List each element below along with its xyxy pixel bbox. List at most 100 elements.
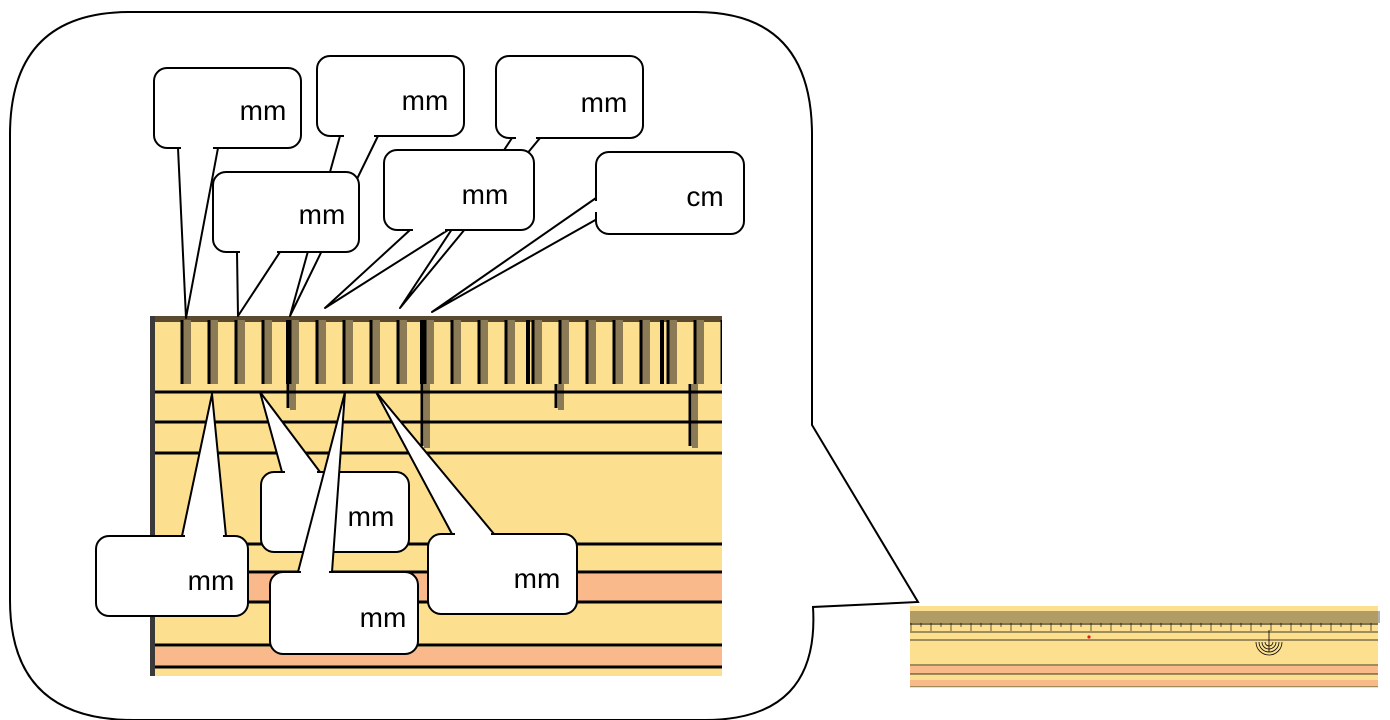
mm-tick	[1328, 611, 1330, 623]
callout-label: mm	[581, 87, 628, 118]
mm-tick	[1276, 611, 1278, 623]
mm-tick	[1192, 611, 1194, 623]
mm-tick	[1184, 611, 1186, 623]
half-cm-tick	[286, 384, 290, 408]
mm-tick	[1172, 611, 1174, 623]
mm-tick	[1250, 611, 1252, 631]
mm-tick	[1048, 611, 1050, 623]
mm-tick	[1364, 611, 1366, 623]
ruler-band	[910, 680, 1378, 686]
mm-tick	[924, 611, 926, 623]
mm-tick	[974, 611, 976, 623]
mm-tick	[1308, 611, 1310, 623]
mm-tick	[1092, 611, 1094, 623]
mm-tick	[1336, 611, 1338, 623]
mm-tick	[1128, 611, 1130, 623]
mm-tick	[1074, 611, 1076, 623]
mm-tick	[1286, 611, 1288, 623]
mm-tick	[1326, 611, 1328, 623]
mm-tick	[1016, 611, 1018, 623]
mm-tick	[1040, 611, 1042, 627]
mm-tick	[1116, 611, 1118, 623]
mm-tick	[1248, 611, 1250, 623]
mm-tick	[315, 320, 319, 384]
mm-tick	[1232, 611, 1234, 623]
mm-tick	[477, 320, 481, 384]
mm-tick	[1354, 611, 1356, 623]
mm-tick	[369, 320, 373, 384]
mm-tick	[1044, 611, 1046, 623]
mm-tick	[1114, 611, 1116, 623]
mm-tick	[1320, 611, 1322, 627]
mm-tick	[1280, 611, 1282, 627]
mm-tick	[1216, 611, 1218, 623]
mm-tick	[976, 611, 978, 623]
ruler-left-edge	[150, 316, 155, 676]
ruler-band	[910, 666, 1378, 674]
mm-tick	[1166, 611, 1168, 623]
mm-tick	[1066, 611, 1068, 623]
mm-tick	[1090, 611, 1092, 631]
callout-label: cm	[686, 181, 723, 212]
tick-shadow	[210, 320, 218, 384]
mm-tick	[1322, 611, 1324, 623]
mm-tick	[1190, 611, 1192, 631]
mm-tick	[234, 320, 238, 384]
mm-tick	[1182, 611, 1184, 623]
mm-tick	[1338, 611, 1340, 623]
callout-box	[269, 571, 419, 655]
mm-tick	[666, 320, 670, 384]
mm-tick	[1220, 611, 1222, 627]
mm-tick	[970, 611, 972, 631]
mm-tick	[1094, 611, 1096, 623]
mm-tick	[1098, 611, 1100, 623]
mm-tick	[1298, 611, 1300, 623]
mm-tick	[1288, 611, 1290, 623]
mm-tick	[1022, 611, 1024, 623]
mm-tick	[962, 611, 964, 623]
magnified-ruler	[150, 316, 812, 676]
mm-tick	[1226, 611, 1228, 623]
mm-tick	[1376, 611, 1378, 623]
tick-shadow	[696, 320, 704, 384]
mm-tick	[1162, 611, 1164, 623]
tick-shadow	[692, 384, 698, 448]
callout: mm	[212, 171, 360, 317]
mm-tick	[1100, 611, 1102, 627]
mm-tick	[1256, 611, 1258, 623]
mm-tick	[1064, 611, 1066, 623]
mm-tick	[910, 611, 912, 631]
mm-tick	[928, 611, 930, 623]
mm-tick	[420, 320, 424, 384]
callout-label: mm	[240, 95, 287, 126]
mm-tick	[1008, 611, 1010, 623]
mm-tick	[1236, 611, 1238, 623]
mm-tick	[1084, 611, 1086, 623]
half-cm-tick	[554, 384, 558, 408]
tick-shadow	[290, 384, 296, 410]
mm-tick	[964, 611, 966, 623]
mm-tick	[986, 611, 988, 623]
tick-shadow	[804, 320, 812, 384]
mm-tick	[531, 320, 535, 384]
mm-tick	[1302, 611, 1304, 623]
mm-tick	[1046, 611, 1048, 623]
mm-tick	[1140, 611, 1142, 627]
callout-box	[316, 55, 465, 137]
mm-tick	[261, 320, 265, 384]
mm-tick	[1138, 611, 1140, 623]
mm-tick	[1378, 611, 1380, 623]
mm-tick	[1180, 611, 1182, 627]
mm-tick	[1362, 611, 1364, 623]
mm-tick	[639, 320, 643, 384]
mm-tick	[1208, 611, 1210, 623]
mm-tick	[1110, 611, 1112, 631]
mm-tick	[922, 611, 924, 623]
tick-shadow	[558, 384, 564, 410]
mm-tick	[693, 320, 697, 384]
mm-tick	[942, 611, 944, 623]
mm-tick	[1026, 611, 1028, 623]
mm-tick	[180, 320, 184, 384]
mm-tick	[914, 611, 916, 623]
